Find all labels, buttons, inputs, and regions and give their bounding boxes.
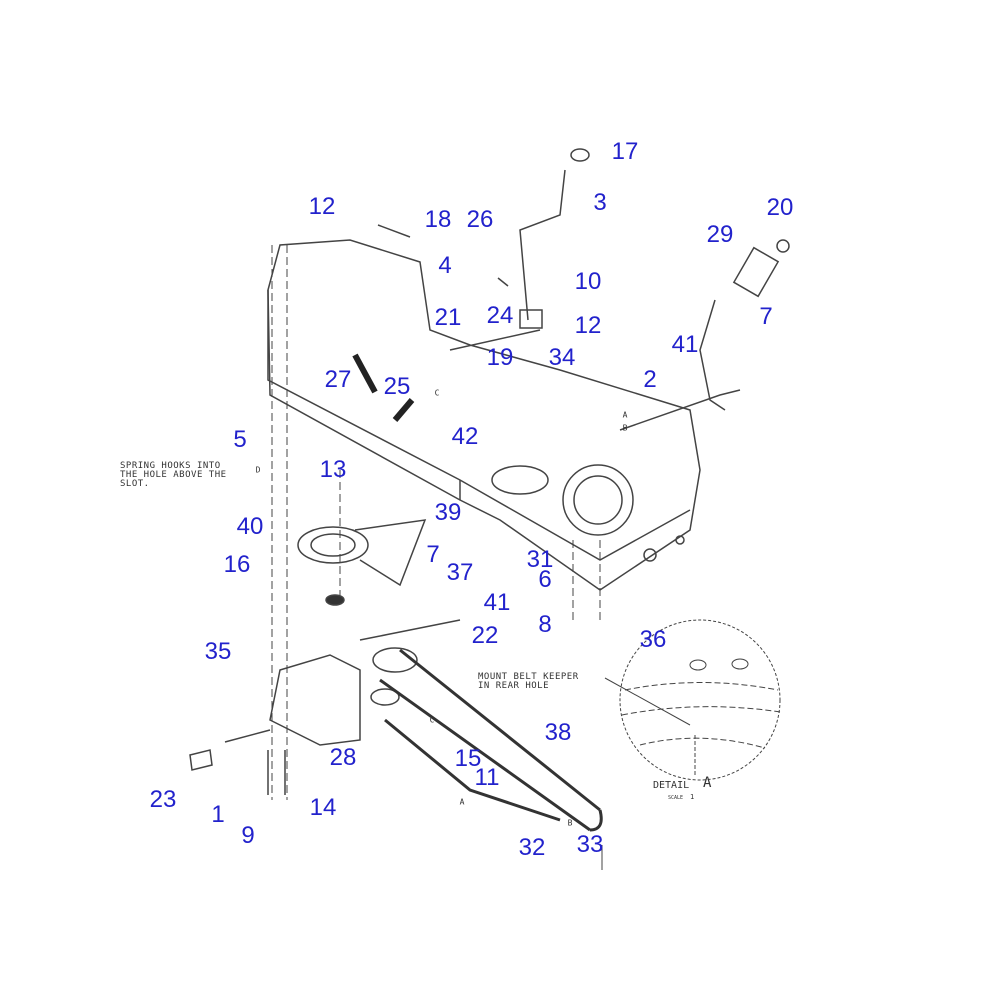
part-callout-37: 37 [446, 559, 474, 586]
part-callout-32: 32 [518, 834, 546, 861]
part-callout-38: 38 [544, 719, 572, 746]
part-callout-4: 4 [438, 252, 452, 279]
part-callout-27: 27 [324, 366, 352, 393]
part-callout-20: 20 [766, 194, 794, 221]
part-callout-41: 41 [483, 589, 511, 616]
belt-keeper-note: MOUNT BELT KEEPER IN REAR HOLE [478, 672, 579, 691]
part-callout-2: 2 [643, 366, 657, 393]
part-callout-14: 14 [309, 794, 337, 821]
ref-letter: B [622, 423, 628, 433]
part-callout-8: 8 [538, 611, 552, 638]
part-callout-39: 39 [434, 499, 462, 526]
part-callout-33: 33 [576, 831, 604, 858]
linkages [377, 148, 790, 431]
part-callout-17: 17 [611, 138, 639, 165]
ref-letter: B [567, 818, 573, 828]
part-callout-25: 25 [383, 373, 411, 400]
drive-belt [379, 648, 603, 832]
ref-letter: A [459, 797, 465, 807]
transmission [189, 619, 461, 795]
part-callout-9: 9 [241, 822, 255, 849]
part-callout-1: 1 [211, 801, 225, 828]
part-callout-26: 26 [466, 206, 494, 233]
ref-letter: D [255, 465, 261, 475]
detail-a-view [601, 619, 781, 870]
ref-letter: C [434, 388, 440, 398]
part-callout-10: 10 [574, 268, 602, 295]
part-callout-12: 12 [308, 193, 336, 220]
scale-value: 1 [690, 793, 695, 801]
part-callout-35: 35 [204, 638, 232, 665]
part-callout-13: 13 [319, 456, 347, 483]
part-callout-7: 7 [759, 303, 773, 330]
part-callout-40: 40 [236, 513, 264, 540]
ref-letter: C [429, 715, 435, 725]
part-callout-21: 21 [434, 304, 462, 331]
part-callout-6: 6 [538, 566, 552, 593]
part-callout-15: 15 [454, 745, 482, 772]
part-callout-12: 12 [574, 312, 602, 339]
ref-letter: A [622, 410, 628, 420]
part-callout-34: 34 [548, 344, 576, 371]
pulleys [297, 519, 427, 706]
detail-letter: A [703, 775, 712, 791]
detail-label: DETAIL [653, 780, 690, 791]
part-callout-19: 19 [486, 344, 514, 371]
part-callout-5: 5 [233, 426, 247, 453]
part-callout-29: 29 [706, 221, 734, 248]
part-callout-42: 42 [451, 423, 479, 450]
part-callout-7: 7 [426, 541, 440, 568]
springs [352, 353, 415, 422]
part-callout-16: 16 [223, 551, 251, 578]
part-callout-18: 18 [424, 206, 452, 233]
part-callout-31: 31 [526, 546, 554, 573]
frame [267, 239, 701, 591]
part-callout-23: 23 [149, 786, 177, 813]
part-callout-24: 24 [486, 302, 514, 329]
part-callout-41: 41 [671, 331, 699, 358]
part-callout-22: 22 [471, 622, 499, 649]
spring-note: SPRING HOOKS INTO THE HOLE ABOVE THE SLO… [120, 461, 227, 489]
part-callout-3: 3 [593, 189, 607, 216]
scale-label: SCALE [668, 795, 684, 801]
part-callout-11: 11 [474, 764, 500, 791]
part-callout-36: 36 [639, 626, 667, 653]
part-callout-28: 28 [329, 744, 357, 771]
